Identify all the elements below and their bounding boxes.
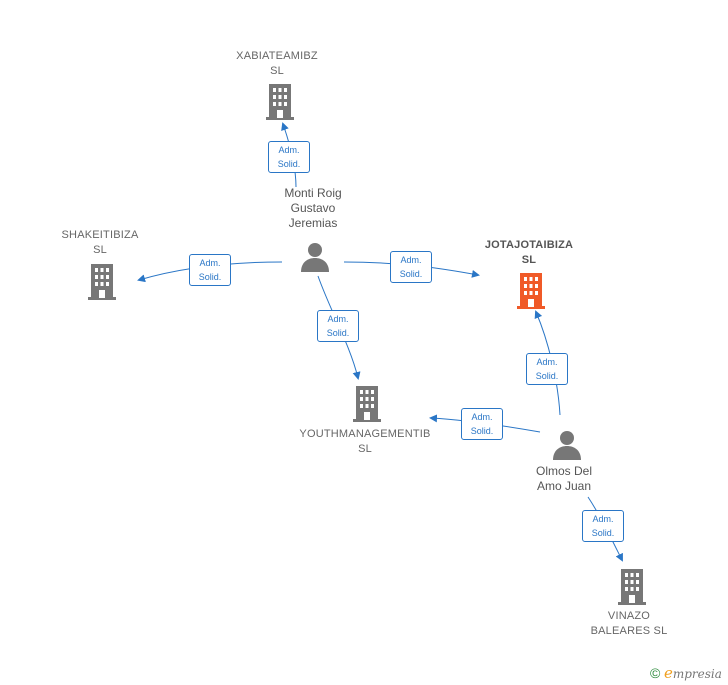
relation-badge-olmos-jotajotaibiza[interactable]: Adm. Solid.	[526, 353, 568, 385]
building-icon[interactable]	[351, 386, 383, 422]
relation-role: Solid.	[470, 426, 494, 436]
relation-role: Solid.	[535, 371, 559, 381]
company-name-line: SL	[93, 244, 107, 256]
node-label-jotajotaibiza[interactable]: JOTAJOTAIBIZA SL	[485, 238, 573, 268]
company-name-line: SHAKEITIBIZA	[61, 229, 139, 241]
relation-role: Solid.	[326, 328, 350, 338]
company-name-line: VINAZO	[607, 610, 651, 622]
relation-role: Adm.	[536, 357, 558, 367]
building-icon[interactable]	[86, 264, 118, 300]
relation-role: Adm.	[327, 314, 349, 324]
relation-badge-olmos-vinazo[interactable]: Adm. Solid.	[582, 510, 624, 542]
company-name-line: XABIATEAMIBZ	[236, 50, 318, 62]
relation-role: Solid.	[399, 269, 423, 279]
relation-badge-monti-jotajotaibiza[interactable]: Adm. Solid.	[390, 251, 432, 283]
node-label-xabiateamibz[interactable]: XABIATEAMIBZ SL	[236, 49, 318, 79]
relation-role: Solid.	[198, 272, 222, 282]
person-name-line: Olmos Del	[535, 464, 593, 478]
relation-badge-monti-xabiateamibz[interactable]: Adm. Solid.	[268, 141, 310, 173]
relation-role: Adm.	[199, 258, 221, 268]
person-name-line: Amo Juan	[536, 479, 592, 493]
relation-badge-olmos-youthmanagementib[interactable]: Adm. Solid.	[461, 408, 503, 440]
relation-role: Adm.	[592, 514, 614, 524]
company-name-line: JOTAJOTAIBIZA	[484, 239, 574, 251]
node-label-vinazo[interactable]: VINAZO BALEARES SL	[591, 609, 668, 639]
relation-role: Adm.	[471, 412, 493, 422]
building-icon[interactable]	[264, 84, 296, 120]
relation-role: Solid.	[591, 528, 615, 538]
person-name-line: Jeremias	[288, 216, 338, 230]
building-icon[interactable]	[616, 569, 648, 605]
footer-brand[interactable]: © empresia	[650, 664, 722, 682]
brand-logo-text: mpresia	[672, 667, 722, 681]
relation-role: Adm.	[278, 145, 300, 155]
node-label-olmos[interactable]: Olmos Del Amo Juan	[536, 464, 592, 494]
node-label-youthmanagementib[interactable]: YOUTHMANAGEMENTIB SL	[299, 427, 430, 457]
brand-logo-initial: e	[663, 664, 673, 682]
person-name-line: Gustavo	[290, 201, 336, 215]
company-name-line: BALEARES SL	[590, 625, 668, 637]
company-name-line: SL	[521, 254, 537, 266]
relation-role: Solid.	[277, 159, 301, 169]
person-name-line: Monti Roig	[284, 186, 342, 200]
relation-badge-monti-shakeitibiza[interactable]: Adm. Solid.	[189, 254, 231, 286]
person-icon[interactable]	[552, 430, 582, 460]
building-icon-highlight[interactable]	[515, 273, 547, 309]
company-name-line: SL	[358, 443, 372, 455]
company-name-line: SL	[270, 65, 284, 77]
person-icon[interactable]	[300, 242, 330, 272]
company-name-line: YOUTHMANAGEMENTIB	[299, 428, 431, 440]
edges	[137, 122, 623, 562]
node-label-monti[interactable]: Monti Roig Gustavo Jeremias	[284, 186, 341, 231]
relation-badge-monti-youthmanagementib[interactable]: Adm. Solid.	[317, 310, 359, 342]
relation-role: Adm.	[400, 255, 422, 265]
copyright-symbol: ©	[650, 665, 661, 681]
node-label-shakeitibiza[interactable]: SHAKEITIBIZA SL	[62, 228, 139, 258]
